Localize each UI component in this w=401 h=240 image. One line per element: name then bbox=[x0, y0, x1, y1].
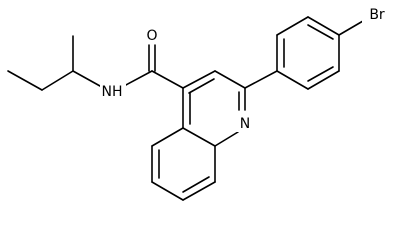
bond-aryl-c3-c4-inner bbox=[307, 24, 334, 40]
bromine-label: Br bbox=[369, 7, 385, 23]
bond-c4a-c5 bbox=[151, 127, 184, 147]
bond-carbonyl-c4 bbox=[151, 70, 184, 89]
quinoline-ring bbox=[151, 70, 246, 201]
atom-labels: O NH N Br bbox=[100, 4, 392, 132]
sec-butyl-group bbox=[7, 35, 101, 91]
bond-aryl-c2-c3 bbox=[276, 16, 309, 36]
bromophenyl-ring bbox=[244, 16, 364, 90]
bond-ethyl-ch3-ch2 bbox=[7, 70, 43, 91]
bond-c7-c8 bbox=[182, 181, 216, 201]
bond-c6-c7 bbox=[151, 181, 184, 201]
bond-aryl-br bbox=[338, 20, 364, 36]
bond-aryl-c6-c1 bbox=[276, 70, 309, 90]
oxygen-label: O bbox=[146, 28, 157, 44]
bond-n1-c8a bbox=[214, 131, 239, 147]
amide-nh-label: NH bbox=[102, 84, 123, 100]
ring-nitrogen-label: N bbox=[240, 116, 250, 132]
bond-aryl-c5-c6 bbox=[307, 70, 340, 90]
bond-c7-c8-inner bbox=[182, 176, 210, 193]
bond-c4-c3 bbox=[182, 70, 216, 89]
bond-aryl-c5-c6-inner bbox=[307, 66, 334, 82]
bond-nh-carbonyl bbox=[123, 70, 153, 87]
amide-group bbox=[123, 44, 184, 89]
bond-aryl-c3-c4 bbox=[307, 16, 340, 36]
bond-c2-aryl bbox=[244, 70, 278, 89]
bond-ch2-ch bbox=[41, 70, 74, 91]
molecule-drawing: O NH N Br bbox=[7, 4, 392, 201]
bond-c4-c3-inner bbox=[188, 78, 215, 94]
bond-ch-nh bbox=[72, 70, 101, 87]
bond-c8a-c4a bbox=[182, 127, 216, 147]
bond-c3-c2 bbox=[214, 70, 246, 89]
